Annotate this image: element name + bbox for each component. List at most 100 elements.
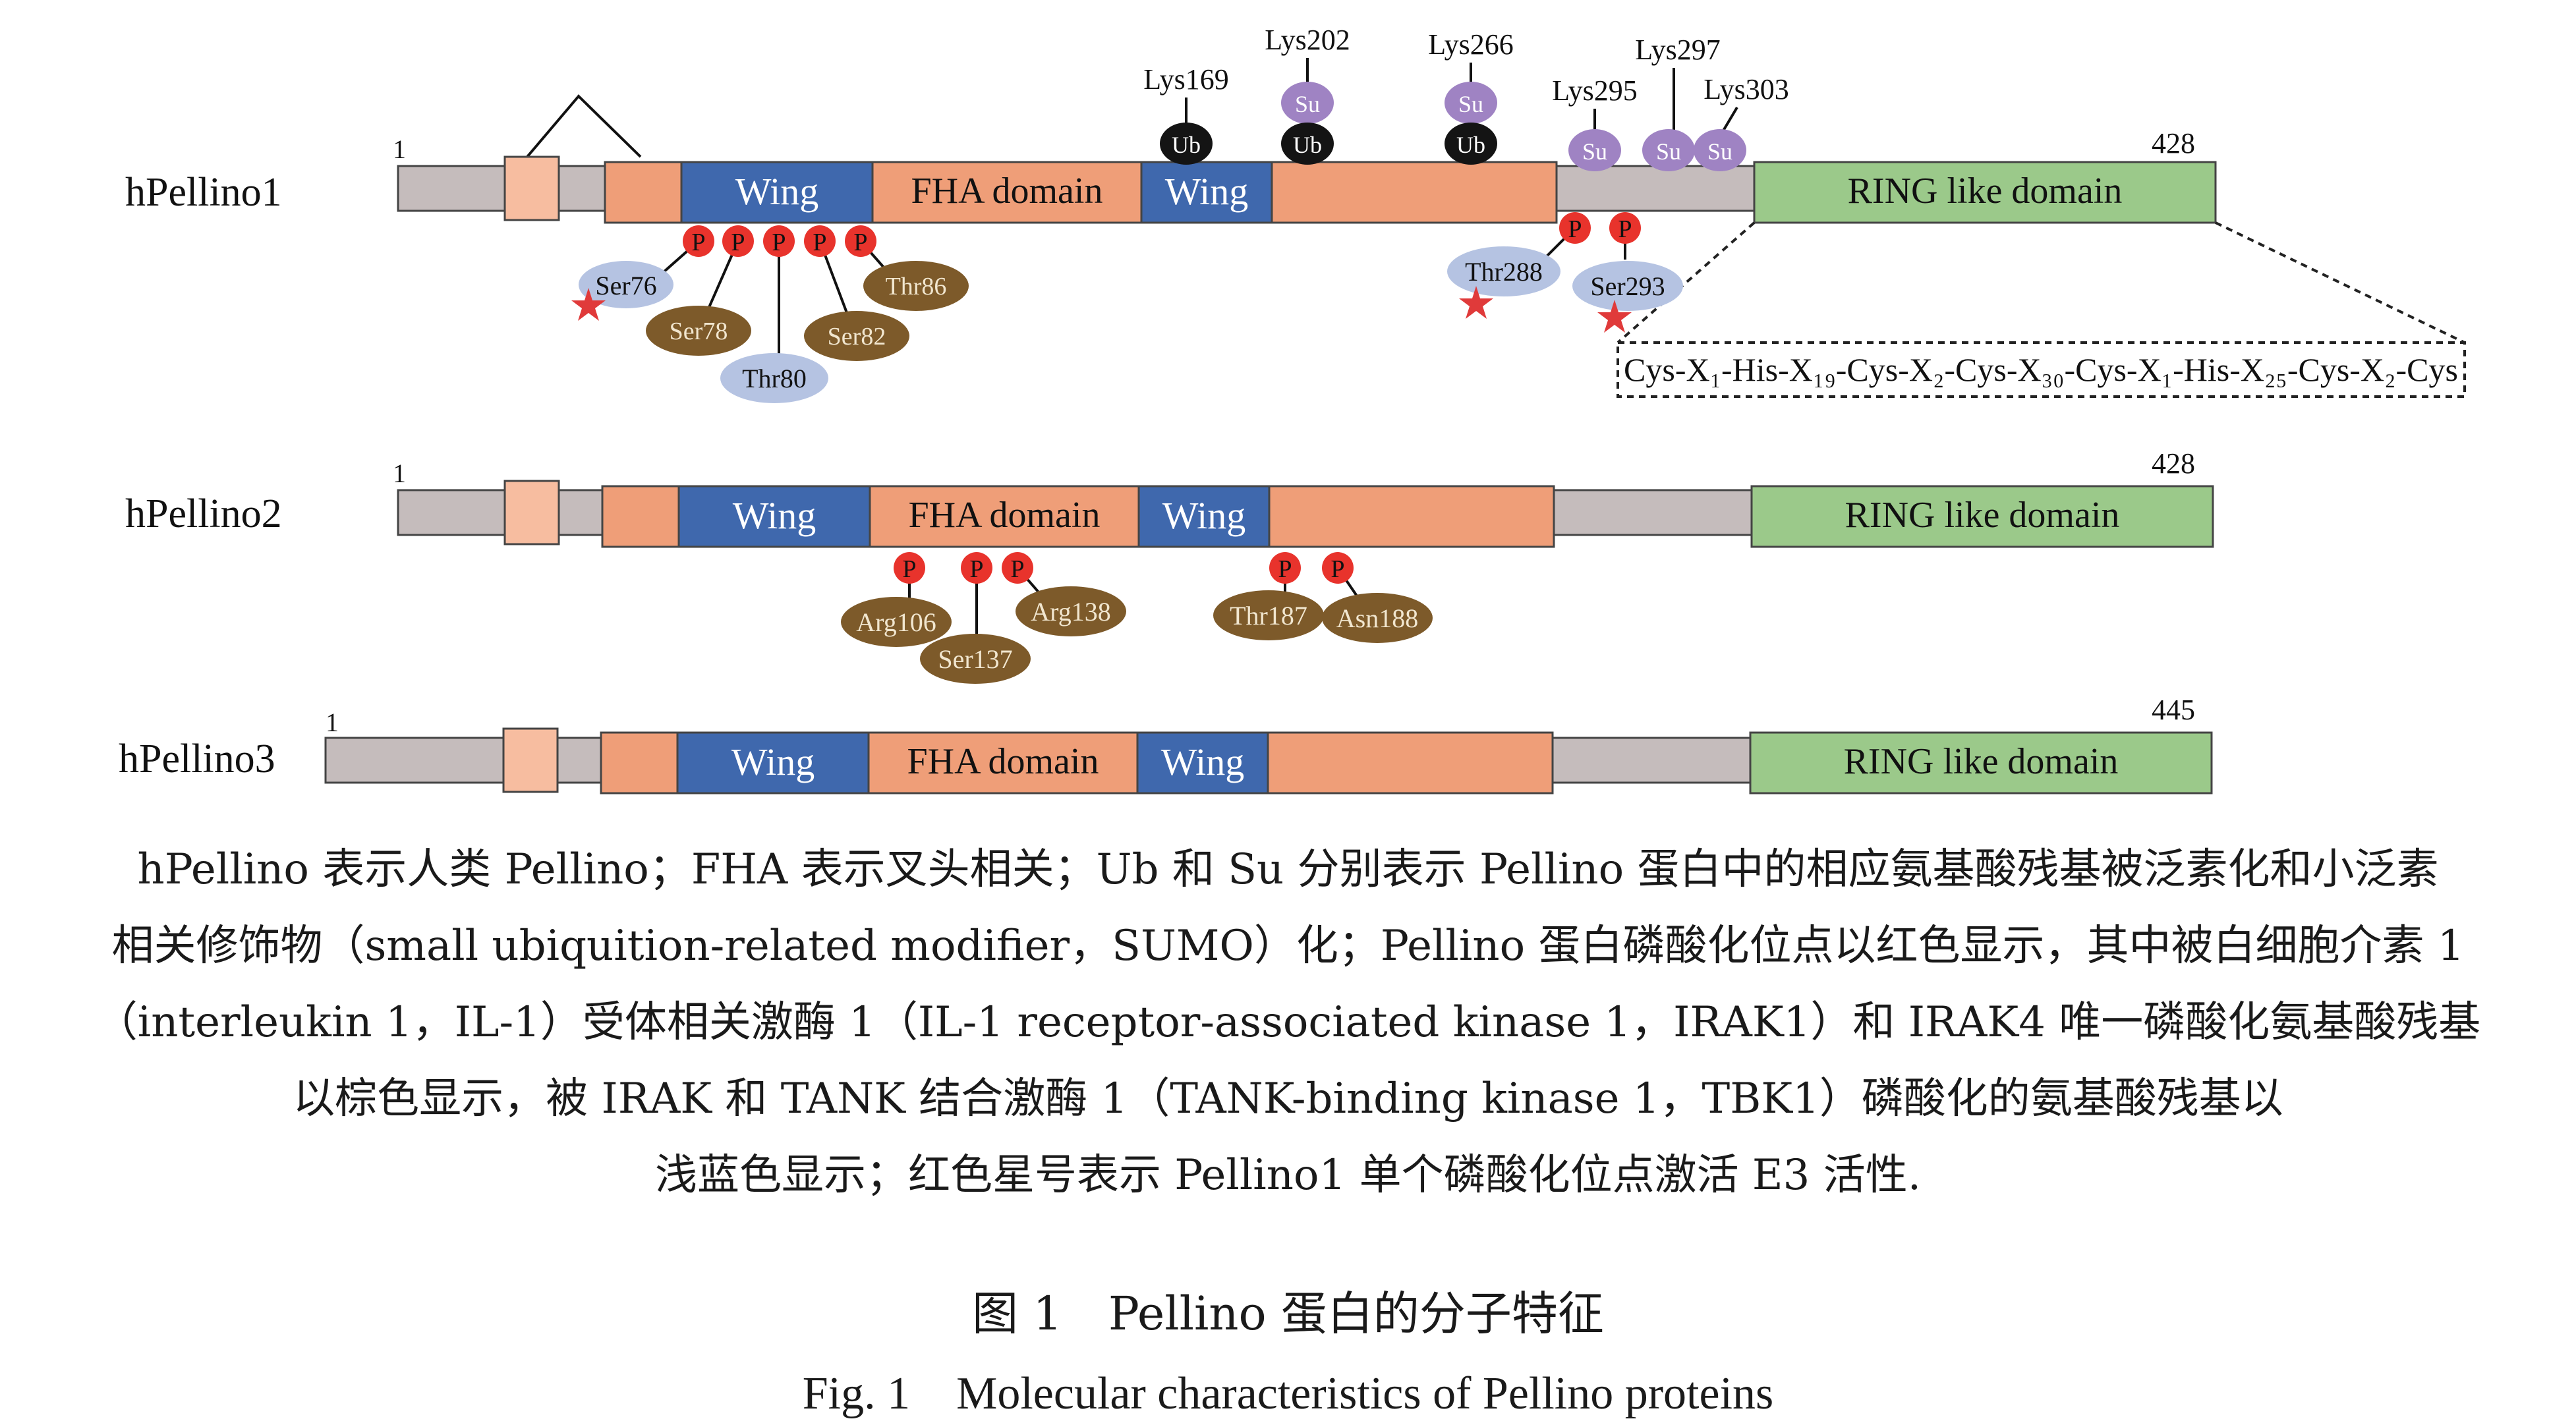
- site-ellipse: [1213, 590, 1324, 640]
- wing-label: Wing: [1165, 170, 1249, 213]
- linker-segment: [1553, 489, 1753, 536]
- phospho-site-ser137: P Ser137: [920, 552, 1031, 684]
- phospho-marker: [763, 225, 795, 257]
- phospho-marker: [1559, 212, 1591, 244]
- lysine-site-lys202: Lys202 Su Ub: [1265, 24, 1350, 165]
- phospho-marker-label: P: [691, 229, 705, 256]
- site-label: Ser82: [828, 323, 886, 350]
- figure-legend-line-4: 以棕色显示，被 IRAK 和 TANK 结合激酶 1（TANK-binding …: [293, 1074, 2283, 1123]
- fha-label: FHA domain: [909, 495, 1101, 536]
- phospho-marker: [804, 225, 836, 257]
- ubiquitin-marker-label: Ub: [1172, 132, 1201, 158]
- site-ellipse: [646, 306, 751, 356]
- wing-label: Wing: [1161, 740, 1245, 783]
- sumo-marker: [1281, 82, 1334, 124]
- end-residue: 445: [2152, 694, 2195, 726]
- ring-motif-sequence: Cys-X₁-His-X₁₉-Cys-X₂-Cys-X₃₀-Cys-X₁-His…: [1624, 351, 2458, 388]
- site-label: Arg138: [1031, 597, 1110, 627]
- site-label: Arg106: [856, 607, 936, 637]
- site-ellipse: [579, 261, 673, 308]
- lysine-label: Lys303: [1703, 73, 1789, 105]
- phospho-site-thr86: P Thr86: [845, 225, 969, 311]
- sumo-marker-label: Su: [1582, 138, 1607, 165]
- protein-name: hPellino3: [119, 737, 275, 781]
- n-terminal-box: [503, 480, 560, 545]
- phospho-marker: [961, 552, 992, 584]
- ubiquitin-marker: [1445, 123, 1497, 165]
- phospho-marker-label: P: [969, 555, 983, 583]
- phospho-site-ser82: P Ser82: [804, 225, 909, 361]
- ubiquitin-marker-label: Ub: [1293, 132, 1322, 158]
- ubiquitin-marker-label: Ub: [1456, 132, 1485, 158]
- ring-like-domain: [1750, 485, 2214, 548]
- phospho-marker-label: P: [731, 229, 745, 256]
- site-label: Ser293: [1590, 271, 1665, 301]
- phospho-marker: [1002, 552, 1033, 584]
- site-ellipse: [1572, 261, 1683, 311]
- start-residue: 1: [393, 459, 406, 488]
- activation-star: [571, 288, 606, 321]
- phospho-site-arg138: P Arg138: [1002, 552, 1126, 636]
- lysine-site-lys297: Lys297 Su: [1635, 34, 1721, 171]
- wing-domain: [1136, 731, 1269, 795]
- ubiquitin-marker: [1281, 123, 1334, 165]
- phospho-marker-label: P: [1618, 215, 1632, 243]
- lysine-stem: [1721, 106, 1738, 133]
- fha-label: FHA domain: [911, 171, 1103, 211]
- n-terminal-box: [502, 727, 559, 793]
- phospho-site-thr288: P Thr288: [1447, 212, 1591, 319]
- linker-segment: [1551, 737, 1752, 784]
- site-label: Thr187: [1230, 601, 1307, 630]
- wing-domain: [1140, 161, 1273, 224]
- wing-label: Wing: [731, 740, 815, 783]
- body-segment: [1268, 485, 1555, 548]
- body-segment: [604, 161, 683, 224]
- lysine-site-lys303: Lys303 Su: [1694, 73, 1789, 171]
- wing-label: Wing: [1162, 494, 1246, 537]
- ring-label: RING like domain: [1848, 171, 2123, 211]
- sumo-marker: [1568, 129, 1621, 171]
- sumo-marker: [1642, 129, 1695, 171]
- end-residue: 428: [2152, 447, 2195, 480]
- splice-chevron: [526, 94, 642, 158]
- site-ellipse: [1016, 586, 1126, 636]
- start-residue: 1: [326, 708, 339, 737]
- wing-domain: [680, 161, 874, 224]
- site-ellipse: [920, 634, 1031, 684]
- body-segment: [600, 731, 679, 795]
- phospho-marker: [894, 552, 925, 584]
- figure-title-chinese: 图 1 Pellino 蛋白的分子特征: [972, 1287, 1604, 1341]
- phospho-marker-label: P: [853, 229, 867, 256]
- lysine-site-lys266: Lys266 Su Ub: [1428, 28, 1514, 165]
- ring-label: RING like domain: [1844, 741, 2119, 782]
- protein-row-hpellino2: hPellino2 1 428 Wing FHA domain Wing RIN…: [125, 447, 2214, 684]
- site-label: Asn188: [1336, 603, 1418, 633]
- fha-domain: [871, 161, 1143, 224]
- lysine-site-lys295: Lys295 Su: [1552, 74, 1638, 171]
- phospho-site-ser76: P Ser76: [571, 225, 714, 321]
- phospho-marker: [1322, 552, 1354, 584]
- site-ellipse: [841, 597, 952, 647]
- phospho-marker-label: P: [813, 229, 826, 256]
- phospho-marker: [845, 225, 876, 257]
- body-segment: [1267, 731, 1554, 795]
- wing-domain: [676, 731, 870, 795]
- lysine-label: Lys266: [1428, 28, 1514, 61]
- phospho-site-asn188: P Asn188: [1322, 552, 1433, 643]
- lysine-label: Lys169: [1143, 63, 1229, 96]
- protein-name: hPellino2: [125, 491, 282, 536]
- sumo-marker-label: Su: [1295, 91, 1320, 117]
- phospho-marker-label: P: [1568, 215, 1582, 243]
- phospho-marker: [1609, 212, 1641, 244]
- site-ellipse: [863, 261, 969, 311]
- linker-segment: [324, 737, 505, 784]
- pellino-domain-diagram: hPellino1 1 428 Wing FHA domain Wing RIN…: [119, 24, 2466, 795]
- linker-segment: [397, 165, 506, 212]
- lysine-label: Lys297: [1635, 34, 1721, 66]
- site-label: Ser76: [595, 271, 656, 300]
- phospho-site-ser293: P Ser293: [1572, 212, 1683, 333]
- phospho-site-ser78: P Ser78: [646, 225, 754, 356]
- sumo-marker-label: Su: [1707, 138, 1732, 165]
- protein-row-hpellino1: hPellino1 1 428 Wing FHA domain Wing RIN…: [125, 24, 2466, 403]
- linker-segment: [397, 489, 506, 536]
